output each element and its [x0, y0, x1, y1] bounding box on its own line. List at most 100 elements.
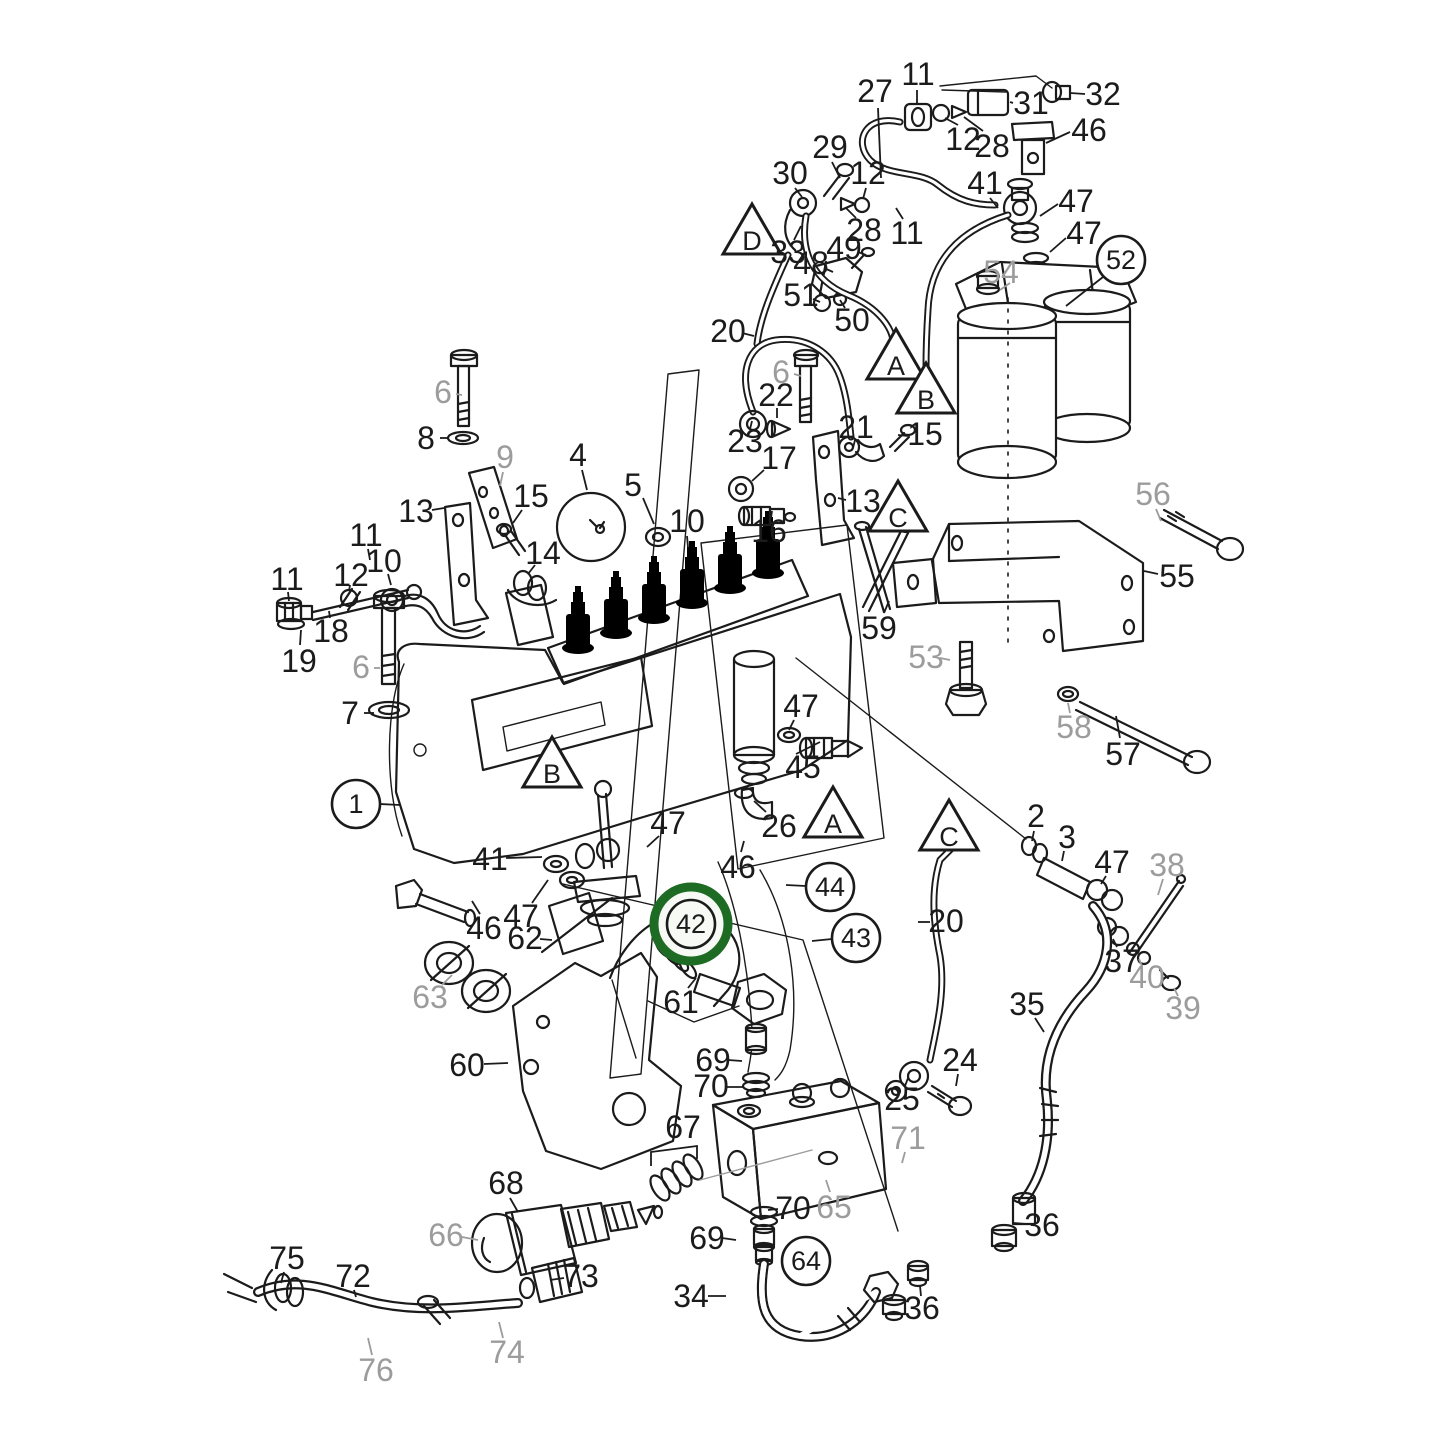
part-label-26[interactable]: 26: [753, 800, 797, 844]
part-label-11[interactable]: 11: [901, 56, 935, 104]
part-label-55[interactable]: 55: [1143, 558, 1195, 594]
part-label-4[interactable]: 4: [569, 437, 588, 491]
part-label-28[interactable]: 28: [845, 207, 882, 248]
part-label-67[interactable]: 67: [650, 1109, 701, 1166]
part-label-11[interactable]: 11: [270, 561, 304, 602]
part-label-41[interactable]: 41: [472, 841, 543, 877]
part-label-50[interactable]: 50: [834, 299, 870, 338]
part-label-39[interactable]: 39: [1165, 987, 1201, 1026]
part-label-22[interactable]: 22: [758, 377, 794, 418]
part-label-70[interactable]: 70: [693, 1068, 744, 1104]
part-label-15[interactable]: 15: [897, 416, 943, 452]
part-label-27[interactable]: 27: [857, 73, 893, 179]
part-label-70[interactable]: 70: [767, 1190, 811, 1226]
part-label-20[interactable]: 20: [918, 903, 964, 939]
ref-triangle-A[interactable]: A: [801, 784, 865, 839]
part-label-10[interactable]: 10: [366, 543, 402, 586]
part-label-29[interactable]: 29: [812, 129, 848, 179]
part-label-74[interactable]: 74: [489, 1321, 525, 1370]
part-label-24[interactable]: 24: [942, 1042, 978, 1087]
part-bubble-43[interactable]: 43: [811, 912, 882, 964]
part-label-35[interactable]: 35: [1009, 986, 1045, 1033]
part-label-6[interactable]: 6: [772, 354, 802, 390]
part-label-73[interactable]: 73: [549, 1258, 599, 1294]
part-label-5[interactable]: 5: [624, 467, 655, 525]
part-label-12[interactable]: 12: [850, 155, 886, 200]
part-label-13[interactable]: 13: [837, 483, 881, 519]
part-label-2[interactable]: 2: [1027, 798, 1045, 842]
part-label-21[interactable]: 21: [838, 409, 874, 449]
part-label-25[interactable]: 25: [884, 1077, 920, 1117]
part-label-71[interactable]: 71: [890, 1120, 926, 1164]
part-label-47[interactable]: 47: [1039, 183, 1094, 219]
part-label-56[interactable]: 56: [1135, 476, 1171, 522]
ref-triangle-B[interactable]: B: [520, 734, 584, 789]
part-label-30[interactable]: 30: [772, 155, 808, 198]
part-label-6[interactable]: 6: [434, 374, 463, 410]
part-label-60[interactable]: 60: [449, 1047, 509, 1083]
ref-triangle-A[interactable]: A: [864, 326, 928, 381]
part-label-31[interactable]: 31: [1009, 85, 1049, 121]
ref-triangle-C[interactable]: C: [917, 797, 981, 852]
part-label-12[interactable]: 12: [944, 117, 981, 157]
part-label-69[interactable]: 69: [689, 1220, 737, 1256]
part-label-54[interactable]: 54: [983, 254, 1019, 291]
part-label-3[interactable]: 3: [1058, 819, 1076, 862]
part-label-41[interactable]: 41: [967, 165, 1003, 209]
part-label-14[interactable]: 14: [525, 535, 561, 575]
part-label-57[interactable]: 57: [1105, 715, 1141, 772]
part-label-6[interactable]: 6: [352, 649, 380, 685]
part-label-36[interactable]: 36: [1013, 1207, 1060, 1243]
part-label-16[interactable]: 16: [751, 510, 787, 549]
part-label-47[interactable]: 47: [783, 688, 819, 731]
ref-triangle-D[interactable]: D: [720, 201, 784, 256]
part-label-58[interactable]: 58: [1056, 702, 1092, 745]
part-label-18[interactable]: 18: [313, 610, 349, 649]
part-label-38[interactable]: 38: [1149, 847, 1185, 896]
part-label-32[interactable]: 32: [1069, 76, 1121, 112]
highlighted-part-bubble-42[interactable]: 42: [649, 882, 733, 966]
part-label-15[interactable]: 15: [512, 478, 549, 524]
part-label-34[interactable]: 34: [673, 1278, 726, 1314]
part-label-59[interactable]: 59: [861, 600, 897, 646]
part-label-72[interactable]: 72: [335, 1258, 371, 1298]
part-label-47[interactable]: 47: [1094, 844, 1130, 885]
part-label-66[interactable]: 66: [428, 1217, 479, 1253]
part-label-19[interactable]: 19: [281, 629, 317, 679]
part-label-63[interactable]: 63: [412, 974, 453, 1015]
part-label-33[interactable]: 33: [770, 225, 806, 270]
part-label-68[interactable]: 68: [488, 1165, 524, 1213]
part-label-11[interactable]: 11: [890, 207, 924, 251]
part-label-62[interactable]: 62: [507, 920, 553, 956]
part-label-46[interactable]: 46: [720, 840, 756, 885]
part-label-47[interactable]: 47: [503, 879, 549, 934]
part-label-69[interactable]: 69: [695, 1042, 743, 1078]
part-label-76[interactable]: 76: [358, 1337, 394, 1388]
ref-triangle-C[interactable]: C: [866, 478, 930, 533]
part-label-46[interactable]: 46: [466, 900, 502, 946]
part-label-75[interactable]: 75: [269, 1240, 305, 1284]
part-label-65[interactable]: 65: [816, 1179, 852, 1225]
part-bubble-1[interactable]: 1: [330, 778, 401, 830]
part-label-61[interactable]: 61: [663, 977, 699, 1020]
part-label-53[interactable]: 53: [908, 639, 951, 675]
part-label-47[interactable]: 47: [646, 805, 686, 848]
part-bubble-52[interactable]: 52: [1065, 234, 1147, 307]
ref-triangle-B[interactable]: B: [894, 360, 958, 415]
part-label-11[interactable]: 11: [349, 517, 383, 561]
part-label-10[interactable]: 10: [669, 503, 705, 548]
part-label-28[interactable]: 28: [963, 116, 1010, 164]
part-label-46[interactable]: 46: [1045, 112, 1107, 148]
part-label-47[interactable]: 47: [1049, 215, 1102, 253]
part-bubble-64[interactable]: 64: [780, 1235, 832, 1287]
part-label-12[interactable]: 12: [333, 557, 369, 593]
part-label-40[interactable]: 40: [1129, 958, 1165, 995]
part-label-20[interactable]: 20: [710, 313, 755, 349]
part-label-36[interactable]: 36: [904, 1285, 940, 1326]
part-label-13[interactable]: 13: [398, 493, 445, 529]
part-label-17[interactable]: 17: [751, 440, 797, 482]
part-label-9[interactable]: 9: [496, 439, 514, 487]
part-label-23[interactable]: 23: [727, 420, 763, 459]
part-label-7[interactable]: 7: [341, 695, 374, 731]
part-label-8[interactable]: 8: [417, 420, 449, 456]
